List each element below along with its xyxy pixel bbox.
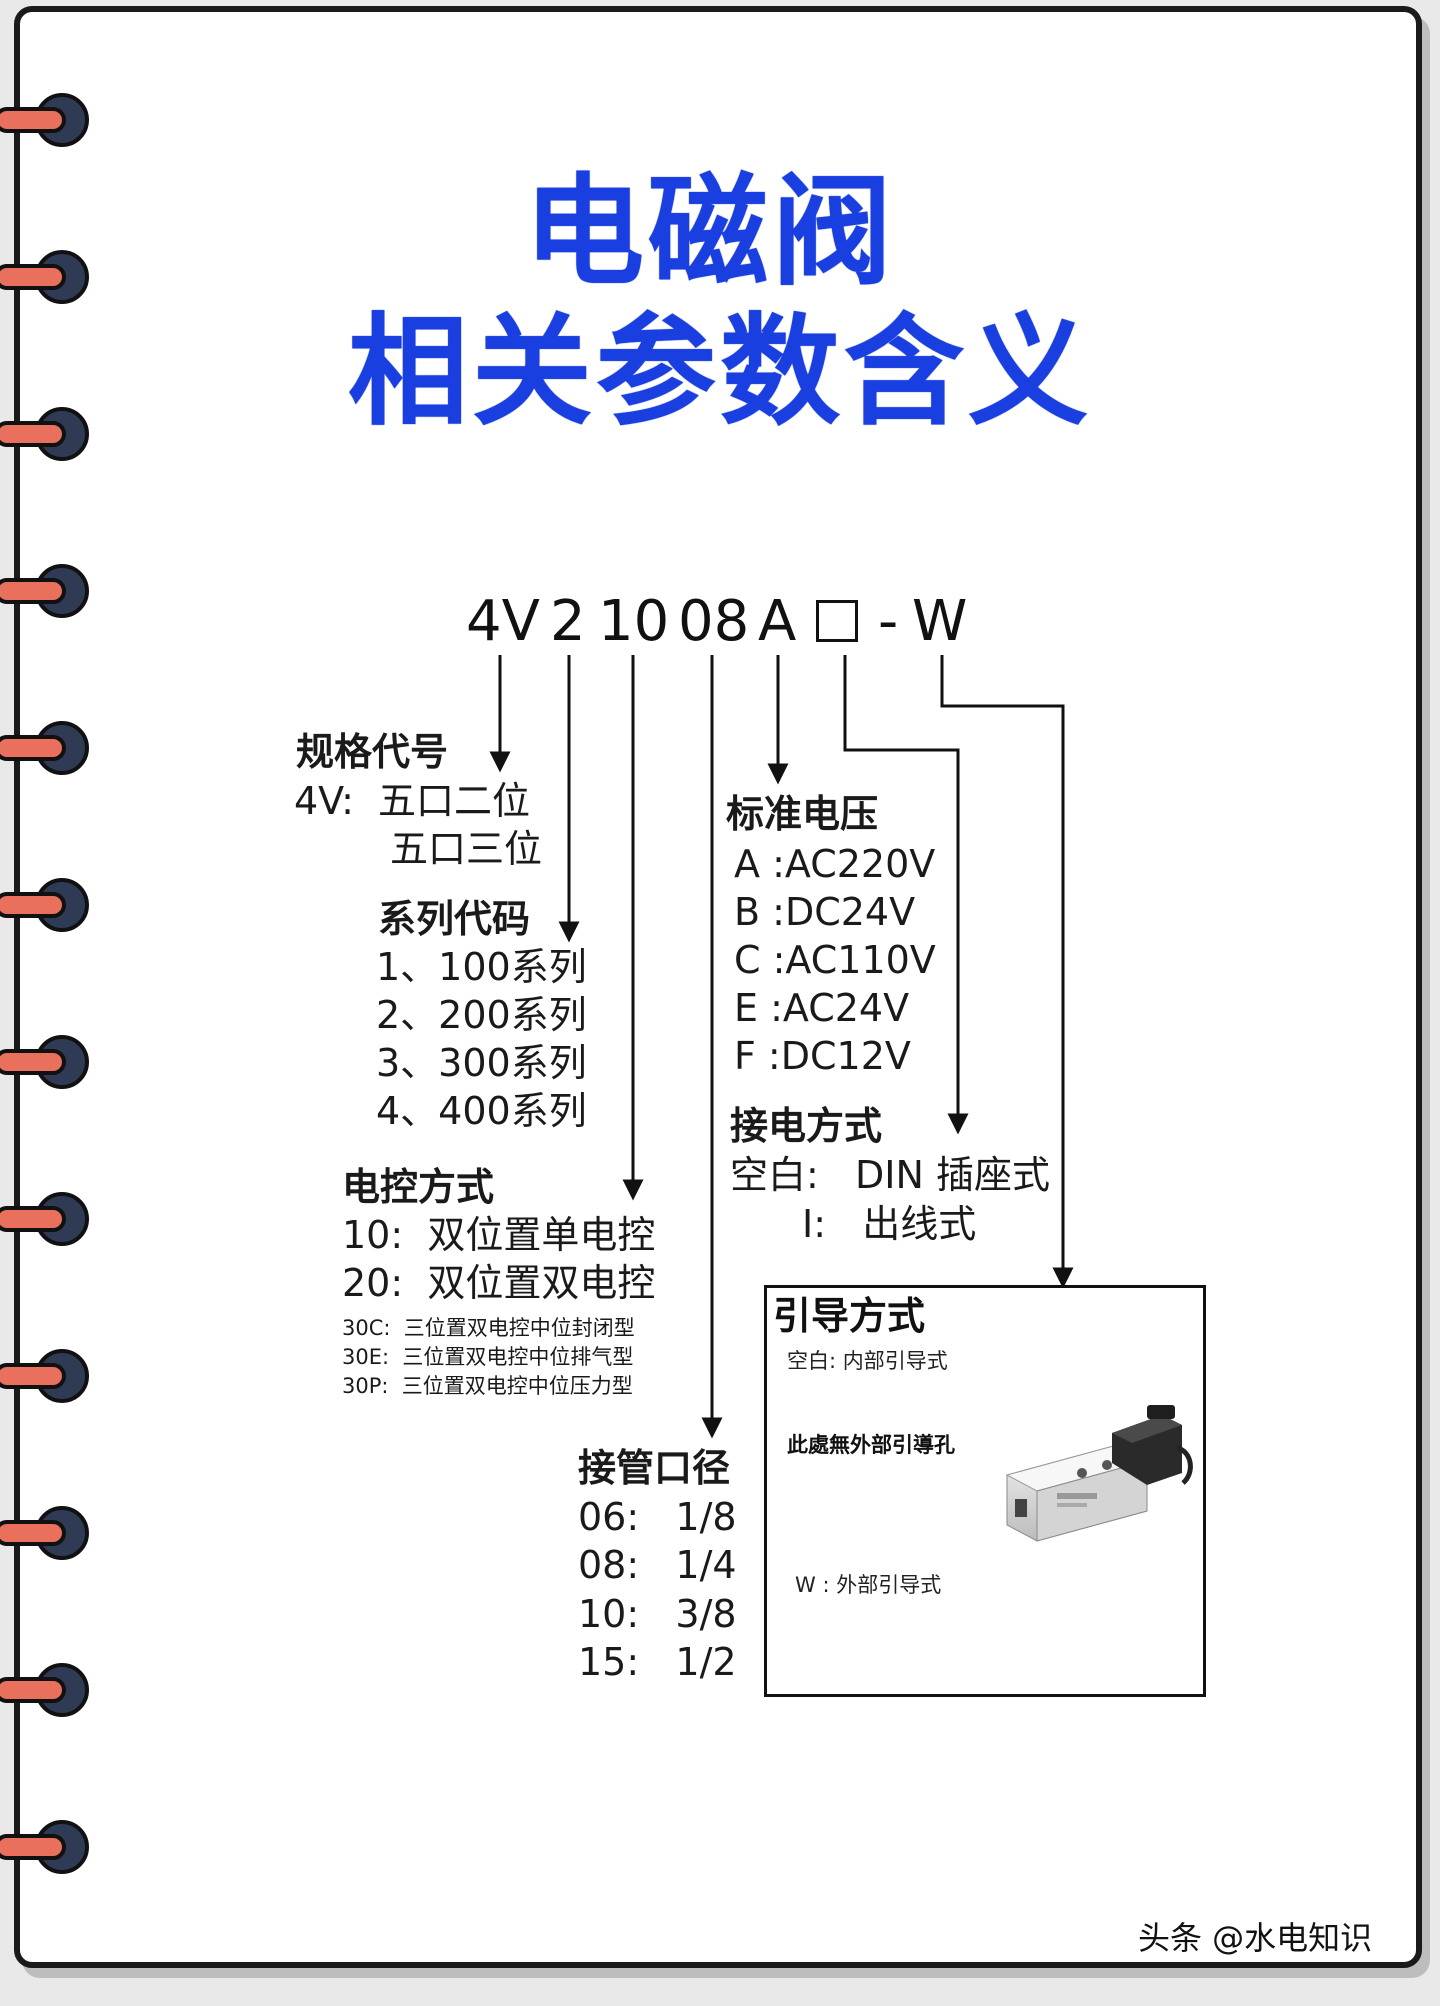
series-item: 1、100系列 (376, 945, 587, 989)
code-4v: 4V (466, 589, 540, 654)
control-small-item: 30E: 三位置双电控中位排气型 (342, 1345, 634, 1369)
series-item: 4、400系列 (376, 1089, 587, 1133)
ring-icon (0, 250, 89, 304)
voltage-label: 标准电压 (726, 792, 879, 836)
pilot-box: 引导方式 空白: 内部引导式 此處無外部引導孔 W : 外部引导式 (764, 1285, 1206, 1697)
code-series: 2 (550, 589, 586, 654)
ring-icon (0, 1035, 89, 1089)
voltage-item: E :AC24V (734, 986, 910, 1030)
port-item: 10: 3/8 (578, 1592, 737, 1636)
ring-icon (0, 407, 89, 461)
title-line-1: 电磁阀 (524, 163, 896, 302)
code-w: W (912, 589, 968, 654)
ring-icon (0, 878, 89, 932)
pilot-line-1: 空白: 内部引导式 (787, 1349, 948, 1373)
pilot-label: 引导方式 (773, 1294, 926, 1338)
ring-icon (0, 564, 89, 618)
solenoid-valve-image (1005, 1405, 1193, 1542)
spec-line-2: 五口三位 (390, 827, 543, 871)
control-label: 电控方式 (342, 1165, 495, 1209)
series-item: 2、200系列 (376, 993, 587, 1037)
title-line-2: 相关参数含义 (348, 303, 1092, 442)
spec-label: 规格代号 (296, 730, 449, 774)
ring-icon (0, 1506, 89, 1560)
code-voltage: A (758, 589, 797, 654)
wiring-label: 接电方式 (730, 1104, 883, 1148)
pilot-line-3: W : 外部引导式 (795, 1573, 942, 1597)
port-item: 08: 1/4 (578, 1543, 737, 1587)
control-small-item: 30P: 三位置双电控中位压力型 (342, 1374, 633, 1398)
voltage-item: A :AC220V (734, 842, 936, 886)
pilot-line-2: 此處無外部引導孔 (787, 1433, 955, 1457)
code-control: 10 (598, 589, 670, 654)
port-label: 接管口径 (578, 1446, 731, 1490)
ring-icon (0, 1820, 89, 1874)
wiring-line-1: 空白: DIN 插座式 (730, 1153, 1051, 1197)
voltage-item: F :DC12V (734, 1034, 911, 1078)
spec-line-1: 4V: 五口二位 (294, 779, 531, 823)
voltage-item: B :DC24V (734, 890, 916, 934)
voltage-item: C :AC110V (734, 938, 936, 982)
ring-icon (0, 93, 89, 147)
ring-icon (0, 1349, 89, 1403)
control-item: 20: 双位置双电控 (342, 1261, 656, 1305)
wiring-line-2: I: 出线式 (802, 1202, 977, 1246)
arrow-pilot (940, 655, 1074, 1289)
ring-icon (0, 721, 89, 775)
code-dash: - (878, 589, 899, 654)
code-port: 08 (678, 589, 750, 654)
code-wiring-blank-box (816, 600, 858, 642)
series-label: 系列代码 (378, 897, 531, 941)
ring-icon (0, 1192, 89, 1246)
port-item: 15: 1/2 (578, 1640, 737, 1684)
arrow-wiring (843, 655, 969, 1135)
control-small-item: 30C: 三位置双电控中位封闭型 (342, 1316, 635, 1340)
footer-watermark: 头条 @水电知识 (1138, 1919, 1373, 1957)
control-item: 10: 双位置单电控 (342, 1213, 656, 1257)
series-item: 3、300系列 (376, 1041, 587, 1085)
ring-icon (0, 1663, 89, 1717)
port-item: 06: 1/8 (578, 1495, 737, 1539)
